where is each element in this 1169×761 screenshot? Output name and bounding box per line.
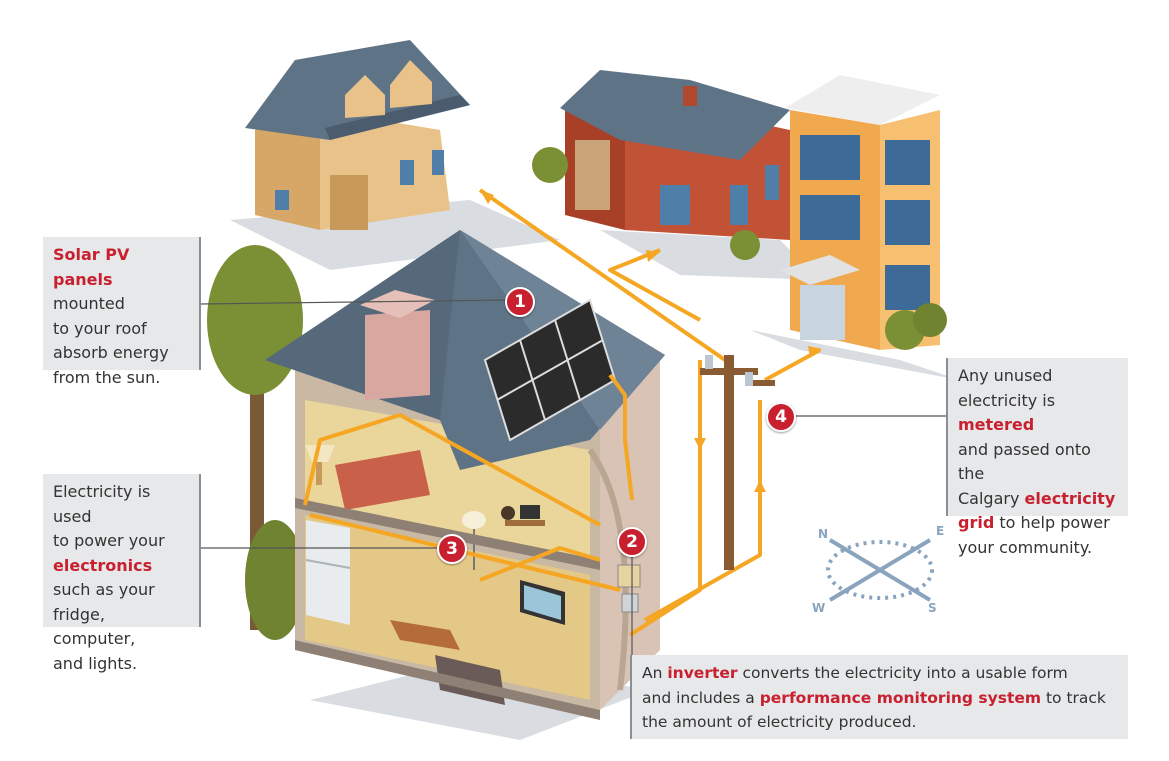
callout-line: Electricity is used [53,480,189,529]
highlight-text: electronics [53,555,153,575]
callout-text: absorb energy [53,343,169,362]
compass-west-label: W [812,601,825,615]
callout-line: and passed onto the [958,438,1118,487]
compass-east-label: E [936,524,944,538]
callout-text: and includes a [642,688,760,707]
callout-text: such as your [53,580,155,599]
callout-inverter: An inverter converts the electricity int… [630,655,1128,739]
callout-line: your community. [958,536,1118,561]
marker-2: 2 [617,527,647,557]
callout-text: fridge, computer, [53,604,136,649]
marker-1: 1 [505,287,535,317]
callout-text: mounted [53,294,125,313]
callout-text: and lights. [53,653,138,673]
callout-line: to your roof [53,317,189,342]
callout-line: Solar PV panels [53,243,189,292]
flow-arrowheads [480,190,822,492]
highlight-text: electricity [1024,488,1116,508]
callout-text: An [642,664,668,682]
compass-south-label: S [928,601,937,615]
tree-left [207,245,305,640]
callout-solar-panels: Solar PV panels mounted to your roof absorb… [43,237,201,387]
highlight-text: grid [958,513,995,532]
callout-text: Calgary [958,488,1025,508]
callout-text: electricity is [958,390,1056,410]
callout-text: to power your [53,531,165,550]
solar-panel [483,298,617,442]
callout-line: fridge, computer, [53,603,189,652]
callout-text: to track [1041,688,1106,707]
callout-line: the amount of electricity produced. [642,710,1118,735]
callout-line: electronics [53,554,189,579]
callout-line: Any unused [958,364,1118,389]
marker-4: 4 [766,402,796,432]
highlight-text: inverter [667,664,738,682]
compass-north-label: N [818,527,828,541]
apartment-building [780,75,947,350]
marker-3: 3 [437,534,467,564]
callout-line: such as your [53,578,189,603]
callout-line: An inverter converts the electricity int… [642,661,1118,686]
callout-text: Any unused [958,366,1053,385]
callout-text: to your roof [53,318,147,338]
callout-text: and passed onto the [958,439,1091,484]
highlight-text: Solar PV panels [53,245,130,289]
callout-electronics: Electricity is used to power your electron… [43,474,201,673]
callout-text: from the sun. [53,367,161,387]
utility-pole [700,355,775,570]
callout-line: grid to help power [958,511,1118,536]
callout-line: and lights. [53,652,189,677]
callout-line: from the sun. [53,366,189,391]
highlight-text: metered [958,415,1035,434]
callout-line: and includes a performance monitoring sy… [642,686,1118,711]
compass-rose: N E S W [812,524,944,615]
callout-text: to help power [994,513,1110,532]
callout-text: Electricity is used [53,482,151,526]
callout-line: absorb energy [53,341,189,366]
callout-text: the amount of electricity produced. [642,713,917,731]
callout-line: Calgary electricity [958,487,1118,512]
inverter-meter [617,564,641,613]
callout-text: your community. [958,537,1093,557]
callout-line: mounted [53,292,189,317]
callout-line: to power your [53,529,189,554]
callout-text: converts the electricity into a usable f… [737,664,1068,682]
electricity-flow-lines [303,188,821,637]
callout-leader-lines [199,299,948,655]
neighbor-house-tan [245,40,470,230]
callout-line: electricity is metered [958,389,1118,438]
highlight-text: performance monitoring system [759,688,1042,707]
neighbor-house-red [532,70,790,260]
